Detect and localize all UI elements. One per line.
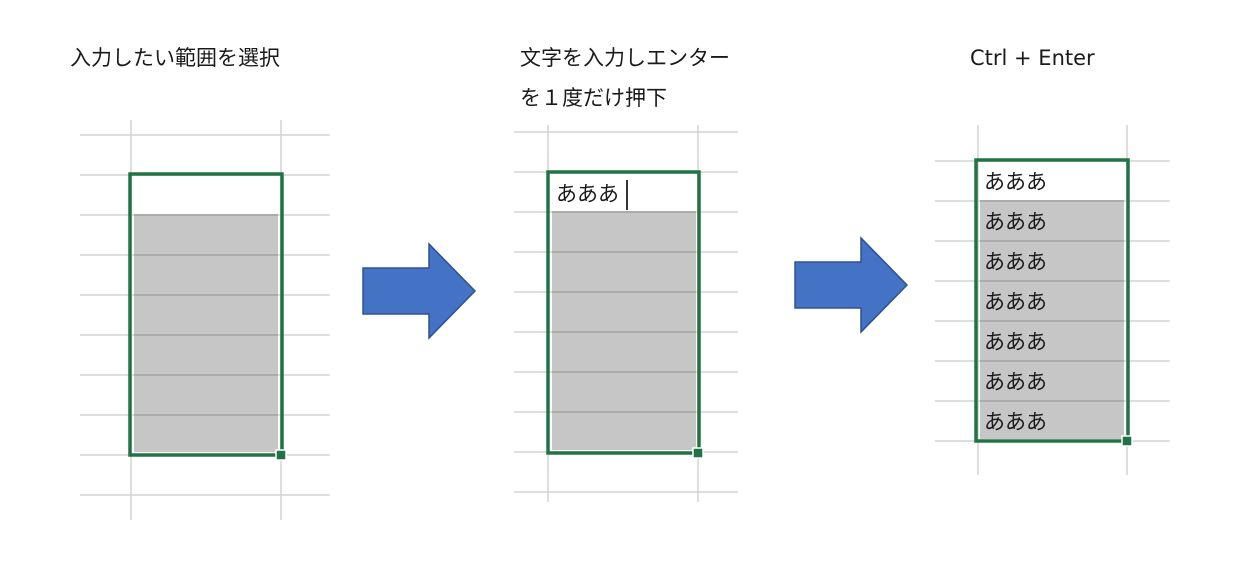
panel-1-selected-shade	[134, 214, 278, 452]
step-3-title-line: Ctrl + Enter	[970, 46, 1095, 70]
step-1-title-line: 入力したい範囲を選択	[70, 46, 280, 70]
step-2-title: 文字を入力しエンター を１度だけ押下	[520, 38, 730, 118]
panel-1-selection-border	[128, 172, 284, 457]
filled-cell-text[interactable]: あああ	[984, 210, 1047, 234]
filled-cell-text[interactable]: あああ	[984, 370, 1047, 394]
filled-cell-text[interactable]: あああ	[984, 290, 1047, 314]
spreadsheet-panel-2: あああ	[514, 125, 738, 502]
filled-cell-text[interactable]: あああ	[984, 410, 1047, 434]
right-arrow-icon	[794, 236, 909, 334]
panel-1-row-lines	[134, 214, 278, 416]
panel-2-selection-border	[546, 170, 701, 455]
spreadsheet-panel-3: あああ あああ あああ あああ あああ あああ あああ	[935, 125, 1170, 475]
right-arrow-icon	[362, 242, 477, 340]
spreadsheet-panel-1	[80, 120, 330, 520]
panel-2-selected-shade	[552, 211, 696, 450]
panel-3-fill-handle[interactable]	[1121, 435, 1133, 447]
step-2-title-line-2: を１度だけ押下	[520, 86, 667, 110]
panel-2-row-lines	[552, 211, 696, 413]
filled-cell-text[interactable]: あああ	[984, 250, 1047, 274]
panel-2-fill-handle[interactable]	[692, 447, 704, 459]
step-1-title: 入力したい範囲を選択	[70, 38, 280, 78]
step-3-title: Ctrl + Enter	[970, 38, 1095, 78]
filled-cell-text[interactable]: あああ	[984, 330, 1047, 354]
panel-3-selected-shade	[980, 200, 1124, 439]
filled-cell-text[interactable]: あああ	[984, 170, 1047, 194]
panel-2-active-cell-text[interactable]: あああ	[556, 182, 619, 206]
panel-1-fill-handle[interactable]	[275, 449, 287, 461]
step-2-title-line-1: 文字を入力しエンター	[520, 46, 730, 70]
panel-3-row-lines	[980, 200, 1124, 402]
panel-3-cell-values: あああ あああ あああ あああ あああ あああ あああ	[984, 170, 1047, 434]
panel-3-selection-border	[974, 158, 1130, 443]
